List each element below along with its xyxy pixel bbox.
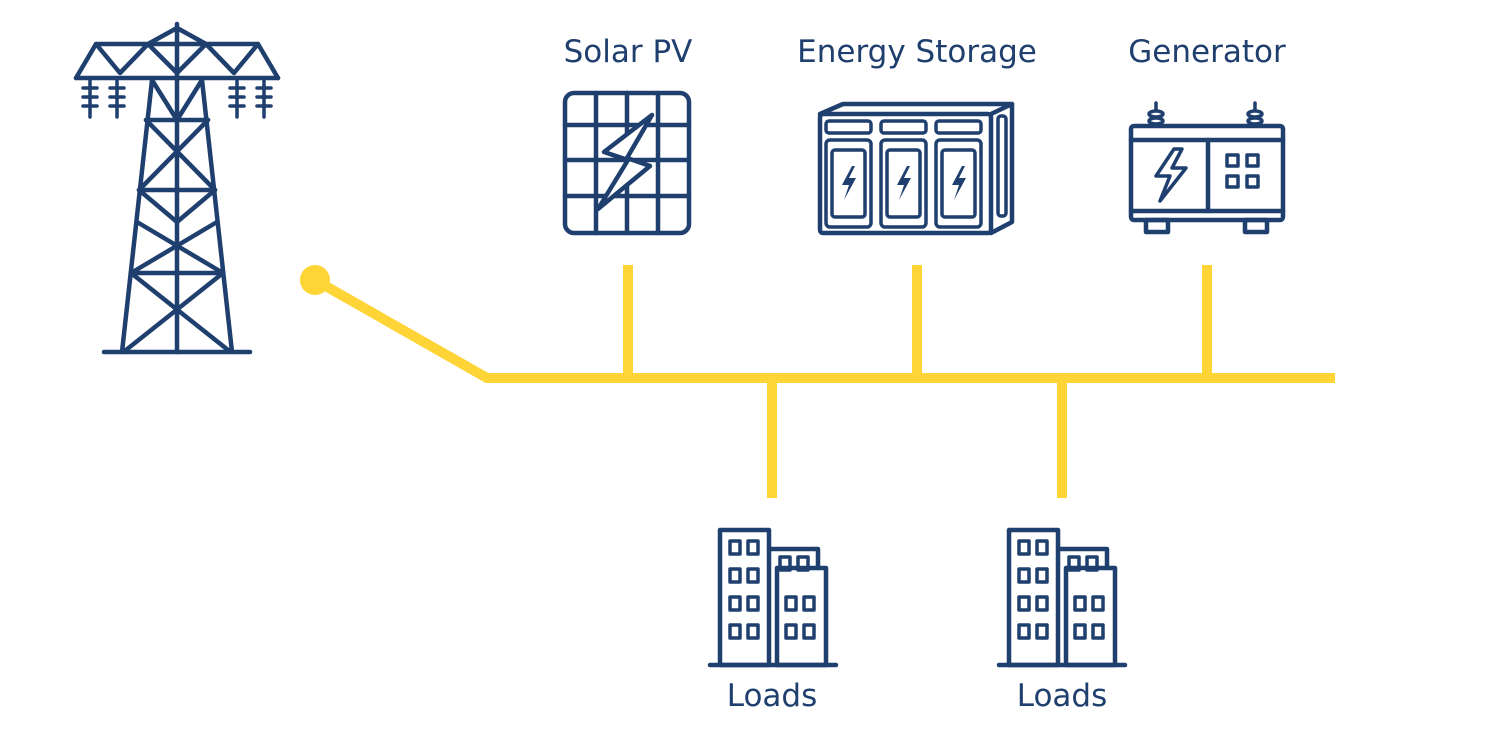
loads-node-1: Loads	[707, 527, 839, 714]
transmission-tower-icon	[73, 21, 281, 355]
energy-storage-node: Energy Storage	[797, 34, 1037, 236]
main-bus-line	[312, 275, 1335, 383]
solar-panel-icon	[562, 90, 692, 236]
generator-label: Generator	[1128, 34, 1286, 70]
energy-storage-label: Energy Storage	[797, 34, 1037, 70]
bus-lines	[300, 265, 1335, 498]
loads-node-2: Loads	[996, 527, 1128, 714]
generator-icon	[1128, 101, 1286, 235]
buildings-icon	[707, 527, 839, 668]
solar-pv-label: Solar PV	[564, 34, 693, 70]
loads-label-1: Loads	[727, 678, 818, 714]
buildings-icon	[996, 527, 1128, 668]
loads-label-2: Loads	[1017, 678, 1108, 714]
battery-storage-icon	[817, 101, 1015, 236]
solar-pv-node: Solar PV	[562, 34, 693, 236]
generator-node: Generator	[1128, 34, 1286, 235]
